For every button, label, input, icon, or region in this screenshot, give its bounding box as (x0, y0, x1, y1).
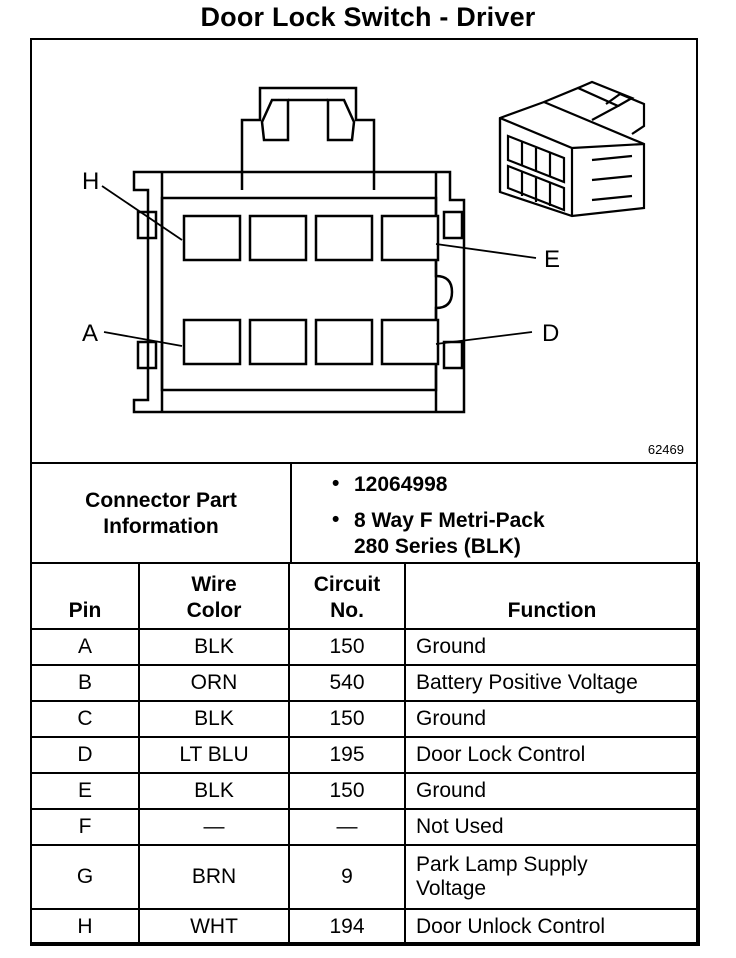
cavity-a (182, 318, 242, 366)
cavity-g (248, 214, 308, 262)
circuit-cell: 9 (288, 844, 406, 910)
cavity-frame (160, 196, 454, 392)
connector-info-values: • 12064998 • 8 Way F Metri-Pack 280 Seri… (292, 464, 696, 564)
function-cell: Ground (404, 628, 700, 666)
diagram-title: Door Lock Switch - Driver (200, 2, 536, 32)
bullet-icon: • (332, 508, 340, 531)
bullet-icon: • (332, 472, 340, 495)
pin-label-d: D (542, 320, 560, 347)
circuit-cell: 150 (288, 628, 406, 666)
wire-color-cell: ORN (138, 664, 290, 702)
pin-cell: A (30, 628, 140, 666)
connector-info-label-line1: Connector Part (85, 489, 237, 512)
connector-info-label-line2: Information (103, 515, 219, 538)
pin-label-a: A (82, 320, 99, 347)
circuit-cell: 194 (288, 908, 406, 946)
part-number: 12064998 (354, 473, 448, 496)
wire-color-cell: BLK (138, 772, 290, 810)
side-lock-upper-right (442, 210, 464, 240)
connector-face-diagram: H E A D 62469 (32, 40, 696, 462)
function-cell: Battery Positive Voltage (404, 664, 700, 702)
latch-outline (240, 86, 376, 190)
connector-info-label: Connector Part Information (32, 464, 292, 564)
latch-right-tab (326, 98, 356, 142)
figure-number: 62469 (647, 442, 684, 457)
function-cell: Door Unlock Control (404, 908, 700, 946)
pin-label-e: E (544, 246, 561, 273)
connector-part-info: Connector Part Information • 12064998 • … (32, 462, 696, 564)
wire-color-cell: BRN (138, 844, 290, 910)
header-function: Function (404, 562, 700, 630)
cavity-d (380, 318, 440, 366)
wire-color-cell: LT BLU (138, 736, 290, 774)
wire-color-cell: BLK (138, 700, 290, 738)
circuit-cell: 540 (288, 664, 406, 702)
connector-frame: H E A D 62469 Connector Part Information… (30, 38, 700, 946)
pin-cell: G (30, 844, 140, 910)
circuit-cell: — (288, 808, 406, 846)
wire-color-cell: WHT (138, 908, 290, 946)
cavity-c (314, 318, 374, 366)
connector-description-line1: 8 Way F Metri-Pack (354, 509, 545, 532)
pin-cell: H (30, 908, 140, 946)
pin-label-h: H (82, 168, 100, 195)
connector-body (132, 170, 466, 414)
latch-left-tab (260, 98, 290, 142)
cavity-h (182, 214, 242, 262)
pin-cell: F (30, 808, 140, 846)
side-lock-lower-right (442, 340, 464, 370)
side-lock-upper-left (136, 210, 158, 240)
leader-h (101, 185, 183, 241)
pin-cell: E (30, 772, 140, 810)
table-row: F——Not Used (30, 808, 700, 846)
wire-color-cell: — (138, 808, 290, 846)
connector-description-line2: 280 Series (BLK) (354, 535, 521, 558)
cavity-b (248, 318, 308, 366)
cavity-e (380, 214, 440, 262)
circuit-cell: 150 (288, 772, 406, 810)
pin-cell: C (30, 700, 140, 738)
leader-e (435, 243, 537, 259)
connector-iso-view (498, 80, 646, 218)
circuit-cell: 195 (288, 736, 406, 774)
function-cell: Ground (404, 772, 700, 810)
function-cell: Door Lock Control (404, 736, 700, 774)
leader-d (435, 331, 533, 345)
function-cell: Not Used (404, 808, 700, 846)
cavity-f (314, 214, 374, 262)
pin-cell: B (30, 664, 140, 702)
side-lock-lower-left (136, 340, 158, 370)
function-cell: Ground (404, 700, 700, 738)
leader-a (103, 331, 183, 347)
wire-color-cell: BLK (138, 628, 290, 666)
pin-cell: D (30, 736, 140, 774)
connector-face-drawing (101, 80, 646, 414)
circuit-cell: 150 (288, 700, 406, 738)
header-pin: Pin (30, 562, 140, 630)
